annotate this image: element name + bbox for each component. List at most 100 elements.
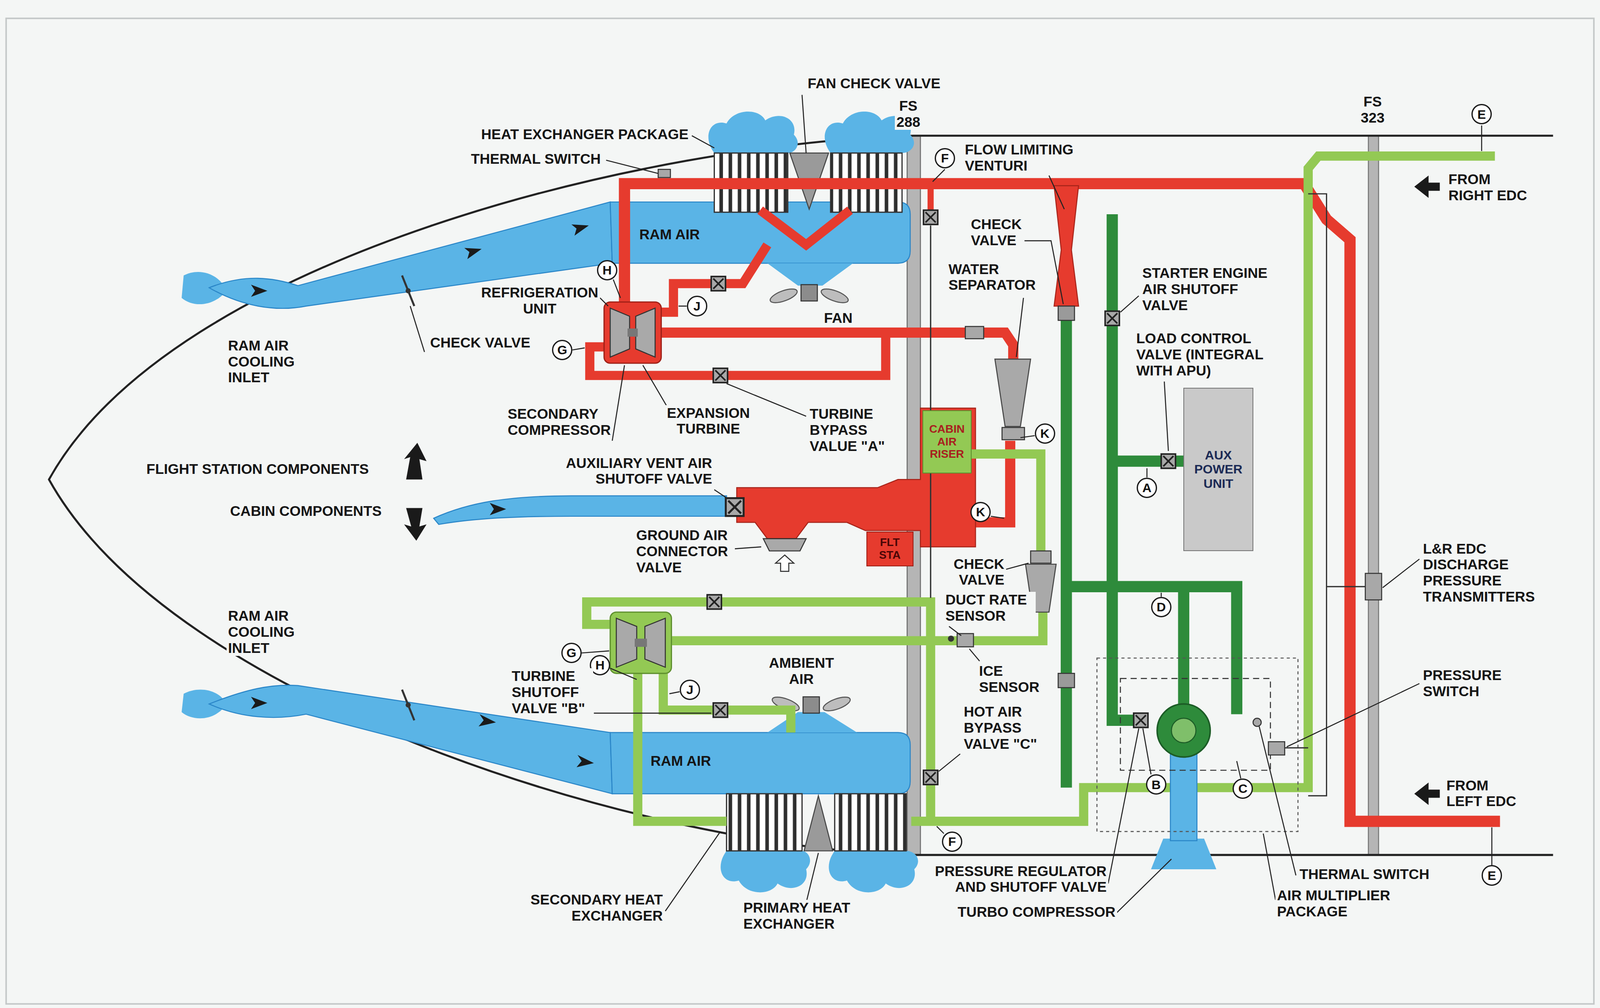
check-valve-flap: [402, 689, 415, 721]
node-text: G: [566, 645, 577, 661]
fan-funnel: [767, 712, 858, 733]
refrigeration-unit: [604, 302, 662, 364]
callout-label: STARTER ENGINE AIR SHUTOFF VALVE: [1140, 265, 1277, 314]
exhaust-plume: [720, 851, 810, 893]
callout-label: FS 323: [1359, 93, 1386, 126]
hot-air-duct: [927, 188, 934, 211]
node-text: H: [602, 263, 612, 278]
turbine-rotor: [635, 308, 656, 357]
node-text: E: [1477, 107, 1486, 122]
flow-arrow: [464, 247, 482, 259]
pressure-switch: [1268, 741, 1285, 755]
node-text: CABIN AIR RISER: [926, 423, 968, 461]
callout-label: HEAT EXCHANGER PACKAGE: [479, 126, 690, 143]
callout-letter: B: [1146, 774, 1167, 795]
valve: [1161, 453, 1176, 469]
exhaust-plume: [828, 851, 918, 893]
callout-label: RAM AIR COOLING INLET: [226, 608, 302, 656]
node-text: D: [1156, 599, 1166, 615]
valve: [711, 276, 726, 292]
flap-hinge: [405, 288, 411, 294]
callout-label: SECONDARY HEAT EXCHANGER: [525, 891, 665, 924]
check-valve: [1030, 551, 1051, 564]
callout-label: ICE SENSOR: [977, 663, 1041, 695]
sensor-wiring: [1308, 193, 1366, 796]
rotor-shaft: [634, 638, 648, 647]
fan-check-valve: [804, 795, 833, 852]
direction-arrow: [1414, 175, 1440, 199]
callout-label: TURBO COMPRESSOR: [955, 904, 1117, 921]
check-valve: [965, 326, 984, 340]
flow-arrows: [251, 175, 1441, 806]
callout-label: CHECK VALVE: [952, 556, 1006, 589]
flow-limiting-venturi: [1053, 185, 1079, 307]
callout-label: DUCT RATE SENSOR: [944, 591, 1036, 624]
bleed-duct: [1060, 318, 1072, 788]
valve: [923, 770, 939, 785]
rotor-shaft: [627, 328, 638, 337]
fan-funnel: [767, 263, 854, 286]
valve: [923, 210, 939, 225]
refrigeration-unit: [610, 612, 672, 674]
node-text: J: [686, 682, 694, 698]
callout-letter: A: [1136, 477, 1158, 499]
node-text: AUX POWER UNIT: [1187, 448, 1250, 491]
flow-arrow: [576, 755, 595, 768]
callout-label: FLIGHT STATION COMPONENTS: [145, 461, 371, 478]
node-text: E: [1487, 868, 1497, 883]
fuselage-outline: [48, 135, 1553, 855]
unit-box: AUX POWER UNIT: [1183, 387, 1253, 552]
callout-label: FROM LEFT EDC: [1444, 777, 1522, 810]
callout-letter: E: [1481, 865, 1502, 886]
node-text: J: [693, 299, 701, 314]
direction-arrow: [1414, 782, 1440, 806]
node-text: F: [941, 151, 949, 166]
thermal-switch: [658, 169, 671, 178]
direction-arrow: [403, 508, 427, 541]
fan-blade: [821, 694, 852, 715]
direction-arrow: [403, 442, 427, 480]
compressor-rotor: [616, 618, 637, 667]
flow-arrow: [571, 224, 589, 236]
duct-rate-sensor: [947, 635, 954, 642]
node-text: K: [1040, 426, 1050, 441]
callout-label: FLOW LIMITING VENTURI: [963, 141, 1082, 174]
callout-label: EXPANSION TURBINE: [665, 405, 752, 438]
valve: [1133, 713, 1149, 728]
callout-label: CABIN COMPONENTS: [228, 503, 384, 520]
callout-label: RAM AIR: [649, 753, 713, 770]
duct-joint: [1058, 673, 1075, 688]
callout-label: HOT AIR BYPASS VALVE "C": [962, 703, 1046, 752]
callout-label: REFRIGERATION UNIT: [479, 284, 600, 317]
leader-lines: [410, 95, 1492, 914]
callout-label: TURBINE SHUTOFF VALVE "B": [509, 668, 594, 717]
turbine-rotor: [644, 618, 666, 667]
supply-duct: [637, 673, 727, 822]
cabin-air-ducts: [586, 156, 1495, 822]
riser-box: CABIN AIR RISER: [922, 410, 972, 474]
ice-sensor: [957, 633, 974, 647]
vent-air-duct: [433, 495, 727, 525]
hot-air-duct: [661, 244, 768, 313]
valve: [707, 594, 722, 610]
supply-duct: [911, 156, 1496, 822]
callout-label: GROUND AIR CONNECTOR VALVE: [634, 527, 735, 576]
callout-label: RAM AIR: [637, 226, 702, 243]
callout-label: LOAD CONTROL VALVE (INTEGRAL WITH APU): [1134, 330, 1274, 379]
bleed-duct: [1112, 214, 1135, 721]
station-box: FLT STA: [866, 531, 914, 567]
callout-letter: C: [1232, 778, 1253, 799]
callout-label: CHECK VALVE: [969, 216, 1024, 249]
callout-label: THERMAL SWITCH: [469, 151, 603, 168]
bleed-duct: [1066, 586, 1237, 715]
thermal-switch: [1252, 718, 1261, 727]
flow-arrow: [489, 503, 506, 516]
node-text: F: [948, 834, 956, 850]
fan-blade: [768, 286, 799, 306]
valve: [713, 368, 728, 383]
fan-blade: [819, 286, 851, 306]
exhaust-plume: [708, 111, 799, 154]
pressure-transmitter: [1365, 573, 1382, 601]
callout-letter: K: [1034, 423, 1056, 444]
